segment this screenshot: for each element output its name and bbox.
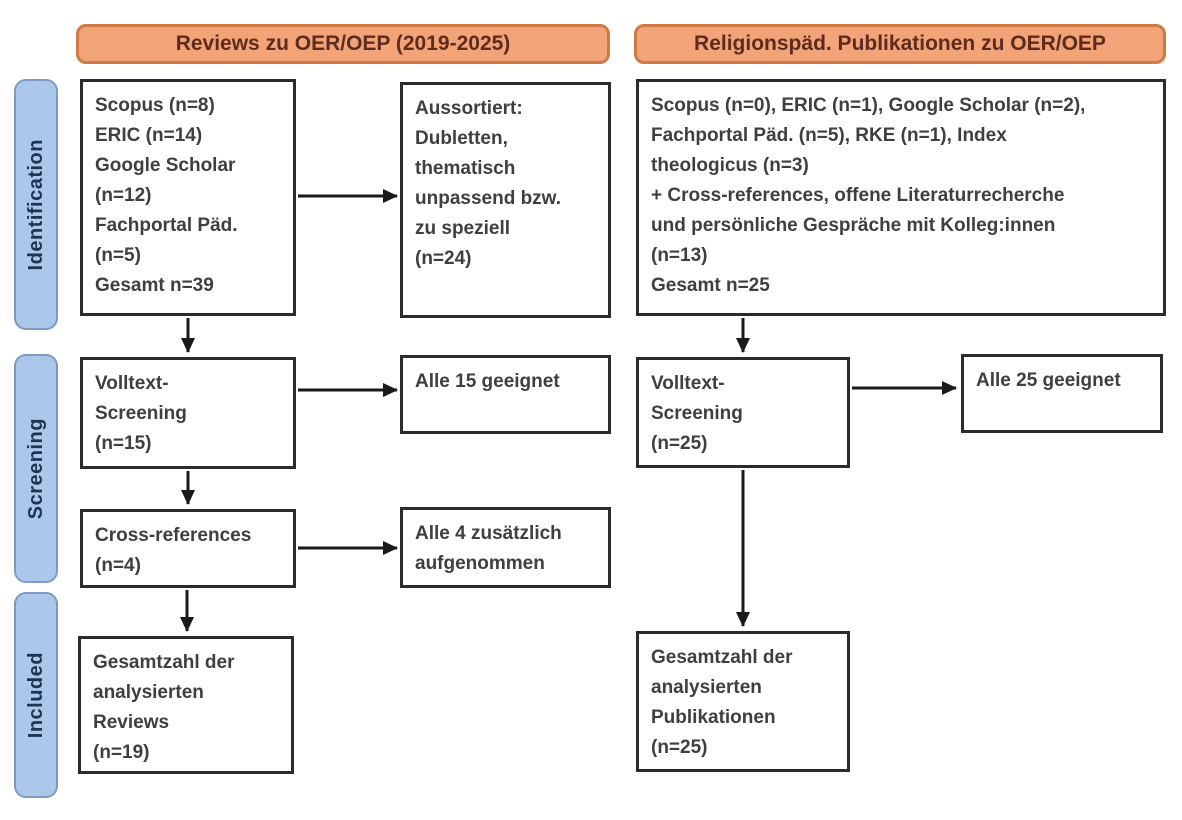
box-right-all-suitable: Alle 25 geeignet [961, 354, 1163, 433]
box-right-fulltext-screening: Volltext- Screening (n=25) [636, 357, 850, 468]
stage-label-identification: Identification [14, 79, 58, 330]
stage-label-screening-text: Screening [24, 417, 47, 520]
box-left-cross-references: Cross-references (n=4) [80, 509, 296, 588]
box-left-fulltext-screening: Volltext- Screening (n=15) [80, 357, 296, 469]
stage-label-included-text: Included [24, 651, 47, 739]
stage-label-identification-text: Identification [24, 138, 47, 271]
stage-label-included: Included [14, 592, 58, 798]
column-header-religionspaed: Religionspäd. Publikationen zu OER/OEP [634, 24, 1166, 64]
box-right-identification-sources: Scopus (n=0), ERIC (n=1), Google Scholar… [636, 79, 1166, 316]
box-left-included-total: Gesamtzahl der analysierten Reviews (n=1… [78, 636, 294, 774]
box-left-added: Alle 4 zusätzlich aufgenommen [400, 507, 611, 588]
box-left-identification-sources: Scopus (n=8) ERIC (n=14) Google Scholar … [80, 79, 296, 316]
column-header-reviews: Reviews zu OER/OEP (2019-2025) [76, 24, 610, 64]
box-left-excluded: Aussortiert: Dubletten, thematisch unpas… [400, 82, 611, 318]
box-left-all-suitable: Alle 15 geeignet [400, 355, 611, 434]
box-right-included-total: Gesamtzahl der analysierten Publikatione… [636, 631, 850, 772]
stage-label-screening: Screening [14, 354, 58, 583]
